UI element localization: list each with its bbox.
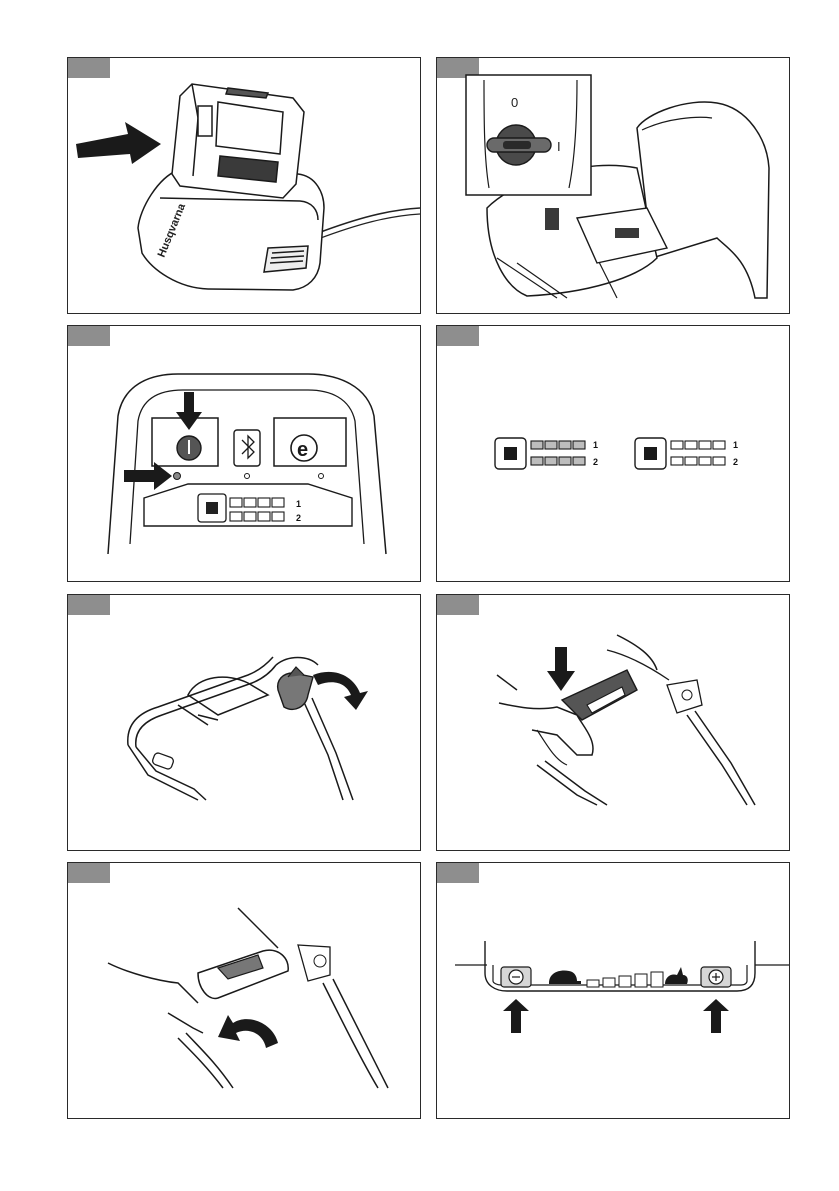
turtle-icon [549,971,581,985]
press-arrow-down [176,392,202,430]
figure-8-speed-panel [436,862,790,1119]
figure-3-control-panel: e 1 2 [67,325,421,582]
press-arrow-down [547,647,575,691]
lock-mark-I: I [557,139,561,154]
eco-button-label: e [297,439,308,461]
indicator-right-label-1: 1 [733,440,738,450]
indicator-right: 1 2 [635,438,738,469]
lock-mark-0: 0 [511,95,518,110]
control-panel-illustration: e 1 2 [68,326,421,582]
press-arrow-minus [503,999,529,1033]
charger-illustration: Husqvarna [68,58,421,314]
indicator-right-label-2: 2 [733,457,738,467]
battery-2-leds [230,512,284,521]
bluetooth-button[interactable] [234,430,260,466]
battery-pack [172,84,304,198]
figure-7-fold-bar [67,862,421,1119]
power-indicator-led [174,473,181,480]
key-switch-inset: 0 I [466,75,591,195]
figure-1-charger: Husqvarna [67,57,421,314]
press-bar-illustration [437,595,790,851]
key-slot [545,208,559,230]
battery-label-2: 2 [296,513,301,523]
figure-6-press-bar [436,594,790,851]
rabbit-icon [665,967,688,984]
figure-2-key-switch: 0 I [436,57,790,314]
figure-4-battery-indicators: 1 2 1 2 [436,325,790,582]
fold-bar-illustration [68,863,421,1119]
fold-arrow [218,1015,278,1048]
charger-cable [318,208,420,233]
indicator-left: 1 2 [495,438,598,469]
press-arrow-plus [703,999,729,1033]
rotate-arrow [313,672,368,710]
battery-1-leds [230,498,284,507]
insert-arrow [76,122,161,164]
indicator-left-label-1: 1 [593,440,598,450]
battery-compartment-illustration: 0 I [437,58,790,314]
figure-5-handle-lever [67,594,421,851]
speed-segments [587,972,663,987]
battery-indicator-illustration: 1 2 1 2 [437,326,790,582]
compartment-lid [637,102,769,298]
handle-bar [562,670,637,720]
release-lever [278,673,313,709]
battery-label-1: 1 [296,499,301,509]
speed-panel-illustration [437,863,790,1119]
handle-illustration [68,595,421,851]
handle-grip-left [152,752,175,770]
indicator-left-label-2: 2 [593,457,598,467]
